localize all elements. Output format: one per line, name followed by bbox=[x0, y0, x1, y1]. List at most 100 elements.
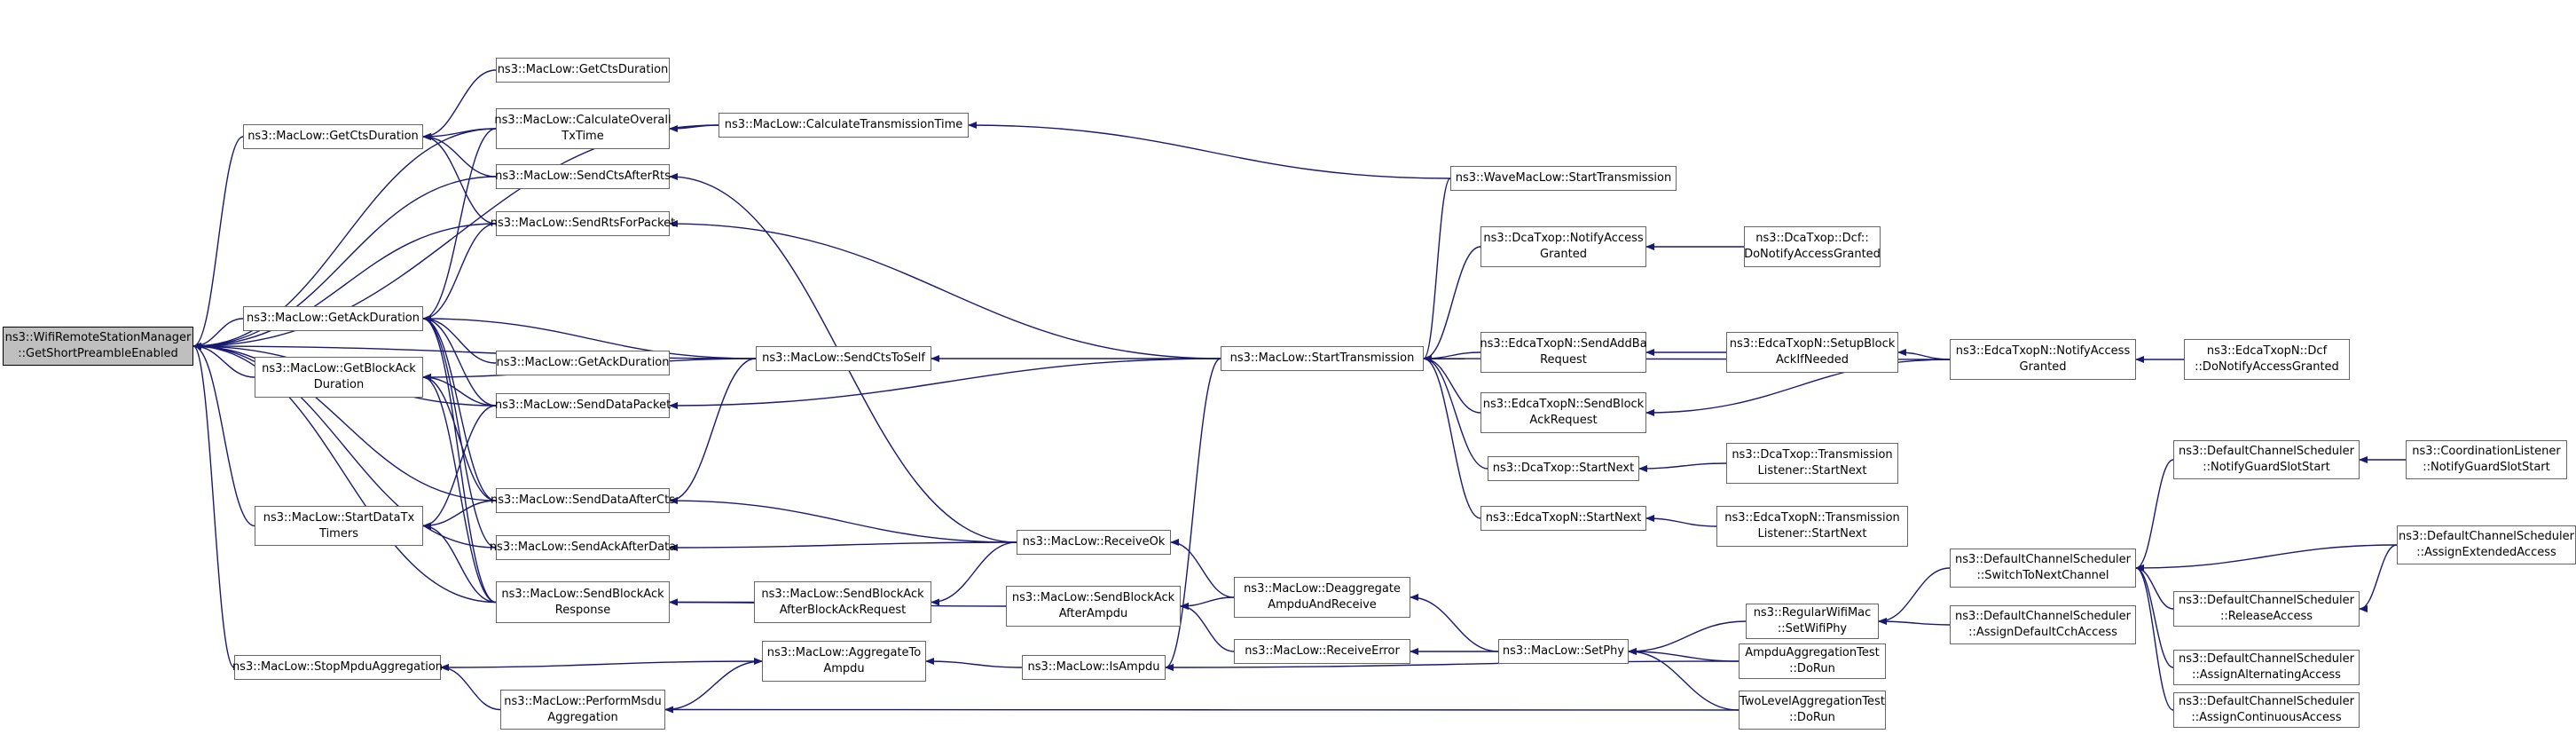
node-label: ns3::MacLow::CalculateTransmissionTime bbox=[724, 118, 963, 131]
node-dca-do-notify-access-granted[interactable]: ns3::DcaTxop::Dcf::DoNotifyAccessGranted bbox=[1744, 226, 1881, 267]
node-root[interactable]: ns3::WifiRemoteStationManager::GetShortP… bbox=[3, 327, 193, 366]
edge-notifyGuardSlotStart-to-switchToNextChannel bbox=[2135, 459, 2174, 572]
edge-receiveOk-to-sendDataAfterCts bbox=[669, 497, 1017, 543]
node-edca-dcf-do-notify-access-granted[interactable]: ns3::EdcaTxopN::Dcf::DoNotifyAccessGrant… bbox=[2184, 339, 2350, 380]
edge-sendRtsForPacket-to-getCtsDuration bbox=[422, 133, 497, 225]
node-label: ns3::EdcaTxopN::NotifyAccess bbox=[1955, 344, 2131, 358]
edge-sendBlockAckResponse-to-getAckDuration bbox=[422, 315, 497, 604]
edge-waveStartTransmission-to-calculateTransmissionTime bbox=[968, 122, 1451, 179]
node-assign-alternating-access[interactable]: ns3::DefaultChannelScheduler::AssignAlte… bbox=[2173, 650, 2360, 685]
node-label: ns3::MacLow::PerformMsdu bbox=[504, 694, 662, 708]
node-label: ::GetShortPreambleEnabled bbox=[18, 347, 178, 360]
edge-getCtsDuration2-to-getCtsDuration bbox=[422, 69, 497, 140]
node-wave-start-transmission[interactable]: ns3::WaveMacLow::StartTransmission bbox=[1450, 166, 1677, 191]
node-get-cts-duration[interactable]: ns3::MacLow::GetCtsDuration bbox=[243, 124, 423, 149]
edge-sendDataPacket-to-getBlockAckDuration bbox=[422, 374, 497, 407]
edge-sendCtsAfterRts-to-getCtsDuration bbox=[422, 133, 497, 178]
node-label: ns3::RegularWifiMac bbox=[1753, 606, 1872, 620]
node-send-rts-for-packet[interactable]: ns3::MacLow::SendRtsForPacket bbox=[491, 211, 675, 236]
edge-sendDataAfterCts-to-startDataTxTimers bbox=[422, 500, 497, 530]
node-label: ns3::DefaultChannelScheduler bbox=[1955, 610, 2131, 623]
edge-sendDataAfterCts-to-root bbox=[192, 343, 497, 501]
edge-sendDataPacket-to-startDataTxTimers bbox=[422, 405, 497, 530]
node-stop-mpdu-aggregation[interactable]: ns3::MacLow::StopMpduAggregation bbox=[232, 655, 443, 680]
node-start-transmission[interactable]: ns3::MacLow::StartTransmission bbox=[1221, 346, 1424, 371]
edge-calculateOverallTxTime-to-getCtsDuration bbox=[422, 128, 497, 140]
node-is-ampdu[interactable]: ns3::MacLow::IsAmpdu bbox=[1022, 655, 1166, 680]
node-label: ns3::MacLow::SendCtsToSelf bbox=[762, 351, 925, 365]
node-label: ns3::MacLow::GetCtsDuration bbox=[247, 130, 419, 143]
node-get-ack-duration2[interactable]: ns3::MacLow::GetAckDuration bbox=[496, 351, 670, 375]
edge-dcaTransmissionListenerStartNext-to-dcaStartNext bbox=[1638, 462, 1727, 472]
node-send-cts-after-rts[interactable]: ns3::MacLow::SendCtsAfterRts bbox=[495, 164, 671, 189]
edge-sendBlockAckResponse-to-root bbox=[192, 343, 497, 604]
edge-startTransmission-to-sendRtsForPacket bbox=[669, 220, 1221, 359]
node-edca-start-next[interactable]: ns3::EdcaTxopN::StartNext bbox=[1480, 506, 1646, 531]
node-label: ns3::DcaTxop::Dcf:: bbox=[1755, 232, 1869, 245]
edge-edcaStartNext-to-startTransmission bbox=[1423, 355, 1481, 519]
node-send-cts-to-self[interactable]: ns3::MacLow::SendCtsToSelf bbox=[756, 346, 931, 371]
node-label: Request bbox=[1540, 353, 1587, 367]
node-label: TxTime bbox=[562, 130, 604, 143]
node-receive-error[interactable]: ns3::MacLow::ReceiveError bbox=[1234, 639, 1410, 664]
node-dca-start-next[interactable]: ns3::DcaTxop::StartNext bbox=[1488, 456, 1639, 481]
edge-edcaNotifyAccessGranted-to-edcaSetupBlockAckIfNeeded bbox=[1897, 349, 1951, 360]
node-send-ack-after-data[interactable]: ns3::MacLow::SendAckAfterData bbox=[490, 535, 676, 560]
node-label: ns3::MacLow::SendDataAfterCts bbox=[491, 493, 675, 507]
node-assign-extended-access[interactable]: ns3::DefaultChannelScheduler::AssignExte… bbox=[2397, 525, 2576, 564]
edge-twoLevelAggregationTestDoRun-to-setPhy bbox=[1628, 648, 1740, 711]
node-label: ::DoRun bbox=[1789, 711, 1835, 724]
edge-performMsduAggregation-to-stopMpduAggregation bbox=[440, 664, 501, 711]
node-two-level-aggregation-test-do-run[interactable]: TwoLevelAggregationTest::DoRun bbox=[1739, 691, 1886, 730]
node-ampdu-aggregation-test-do-run[interactable]: AmpduAggregationTest::DoRun bbox=[1739, 643, 1886, 679]
edge-sendCtsToSelf-to-sendDataAfterCts bbox=[669, 358, 757, 504]
node-assign-default-cch-access[interactable]: ns3::DefaultChannelScheduler::AssignDefa… bbox=[1950, 605, 2136, 644]
node-label: AmpduAndReceive bbox=[1268, 598, 1377, 612]
node-set-phy[interactable]: ns3::MacLow::SetPhy bbox=[1498, 639, 1629, 664]
edge-assignDefaultCchAccess-to-regularWifiMacSetWifiPhy bbox=[1878, 618, 1951, 626]
node-switch-to-next-channel[interactable]: ns3::DefaultChannelScheduler::SwitchToNe… bbox=[1950, 549, 2136, 588]
node-send-data-after-cts[interactable]: ns3::MacLow::SendDataAfterCts bbox=[491, 488, 675, 513]
node-send-data-packet[interactable]: ns3::MacLow::SendDataPacket bbox=[495, 393, 671, 418]
node-receive-ok[interactable]: ns3::MacLow::ReceiveOk bbox=[1017, 530, 1171, 555]
edge-sendDataAfterCts-to-getAckDuration bbox=[422, 315, 497, 501]
node-label: Timers bbox=[319, 526, 358, 541]
node-label: ns3::DcaTxop::NotifyAccess bbox=[1483, 232, 1644, 245]
node-label: ns3::EdcaTxopN::StartNext bbox=[1485, 511, 1642, 525]
node-label: ns3::WaveMacLow::StartTransmission bbox=[1455, 171, 1672, 185]
node-get-cts-duration2[interactable]: ns3::MacLow::GetCtsDuration bbox=[496, 58, 670, 83]
edge-dcaStartNext-to-startTransmission bbox=[1423, 355, 1488, 470]
edge-receiveOk-to-sendBlockAckAfterBlockAckRequest bbox=[931, 541, 1017, 606]
edge-calculateTransmissionTime-to-calculateOverallTxTime bbox=[669, 124, 719, 132]
node-label: ns3::MacLow::SetPhy bbox=[1502, 644, 1625, 658]
node-calculate-transmission-time[interactable]: ns3::MacLow::CalculateTransmissionTime bbox=[719, 113, 969, 138]
node-label: ns3::MacLow::GetAckDuration bbox=[247, 312, 420, 325]
node-label: ::SwitchToNextChannel bbox=[1976, 569, 2109, 582]
node-coordination-listener-notify-guard-slot-start[interactable]: ns3::CoordinationListener::NotifyGuardSl… bbox=[2406, 440, 2567, 479]
node-notify-guard-slot-start[interactable]: ns3::DefaultChannelScheduler::NotifyGuar… bbox=[2173, 440, 2360, 479]
node-assign-continuous-access[interactable]: ns3::DefaultChannelScheduler::AssignCont… bbox=[2173, 692, 2360, 728]
node-regular-wifi-mac-set-wifi-phy[interactable]: ns3::RegularWifiMac::SetWifiPhy bbox=[1746, 604, 1879, 639]
node-get-ack-duration[interactable]: ns3::MacLow::GetAckDuration bbox=[243, 306, 423, 331]
node-label: ns3::MacLow::SendCtsAfterRts bbox=[495, 170, 671, 183]
node-release-access[interactable]: ns3::DefaultChannelScheduler::ReleaseAcc… bbox=[2173, 591, 2360, 627]
edge-sendDataPacket-to-getAckDuration bbox=[422, 315, 497, 407]
node-label: ::NotifyGuardSlotStart bbox=[2203, 461, 2330, 474]
node-label: Listener::StartNext bbox=[1757, 464, 1867, 478]
